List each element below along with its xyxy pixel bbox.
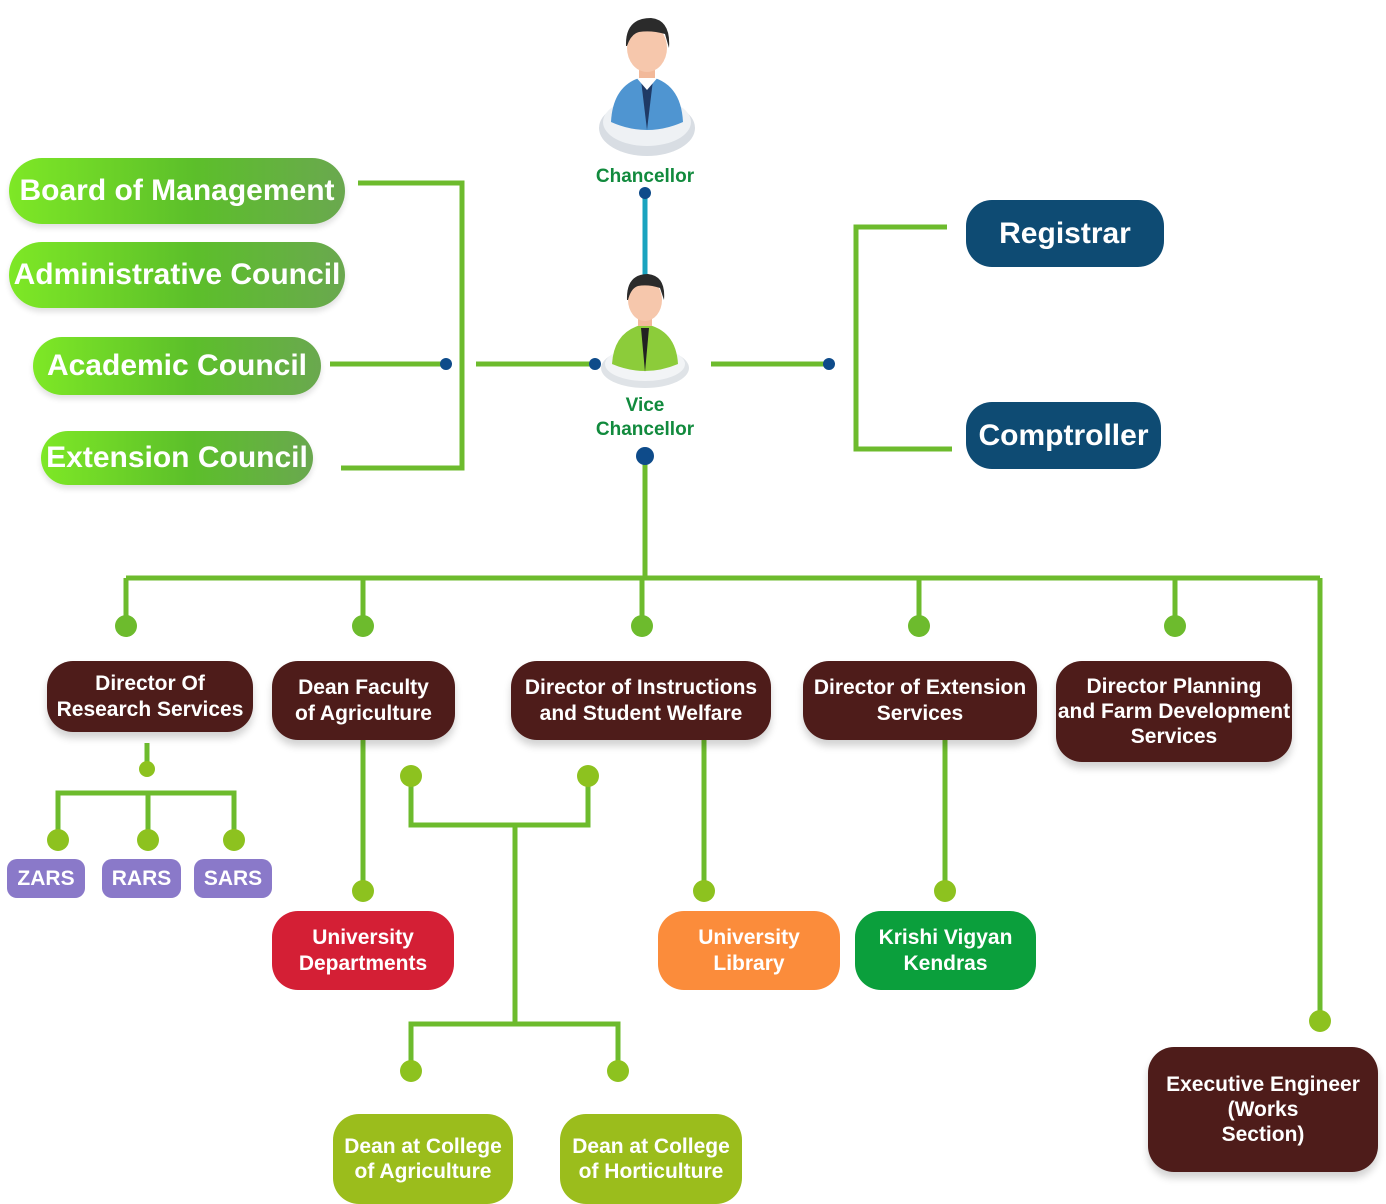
board-of-management-node[interactable]: Board of Management (9, 158, 345, 224)
sars-node[interactable]: SARS (194, 859, 272, 898)
vice-chancellor-avatar-icon (601, 274, 689, 388)
vice-chancellor-label: Vice Chancellor (595, 395, 695, 440)
executive-engineer-node[interactable]: Executive Engineer (Works Section) (1148, 1047, 1378, 1172)
administrative-council-node[interactable]: Administrative Council (9, 242, 345, 308)
zars-node[interactable]: ZARS (7, 859, 85, 898)
dean-college-horticulture-node[interactable]: Dean at College of Horticulture (560, 1114, 742, 1204)
dean-faculty-agriculture-node[interactable]: Dean Faculty of Agriculture (272, 661, 455, 740)
registrar-node[interactable]: Registrar (966, 200, 1164, 267)
extension-council-node[interactable]: Extension Council (41, 431, 313, 485)
director-planning-farm-development-node[interactable]: Director Planning and Farm Development S… (1056, 661, 1292, 762)
comptroller-node[interactable]: Comptroller (966, 402, 1161, 469)
chancellor-avatar-icon (599, 18, 695, 156)
chancellor-label: Chancellor (595, 166, 695, 187)
university-departments-node[interactable]: University Departments (272, 911, 454, 990)
director-extension-services-node[interactable]: Director of Extension Services (803, 661, 1037, 740)
academic-council-node[interactable]: Academic Council (33, 337, 321, 395)
dean-college-agriculture-node[interactable]: Dean at College of Agriculture (333, 1114, 513, 1204)
krishi-vigyan-kendras-node[interactable]: Krishi Vigyan Kendras (855, 911, 1036, 990)
director-instructions-student-welfare-node[interactable]: Director of Instructions and Student Wel… (511, 661, 771, 740)
director-research-services-node[interactable]: Director Of Research Services (47, 661, 253, 732)
rars-node[interactable]: RARS (102, 859, 181, 898)
university-library-node[interactable]: University Library (658, 911, 840, 990)
